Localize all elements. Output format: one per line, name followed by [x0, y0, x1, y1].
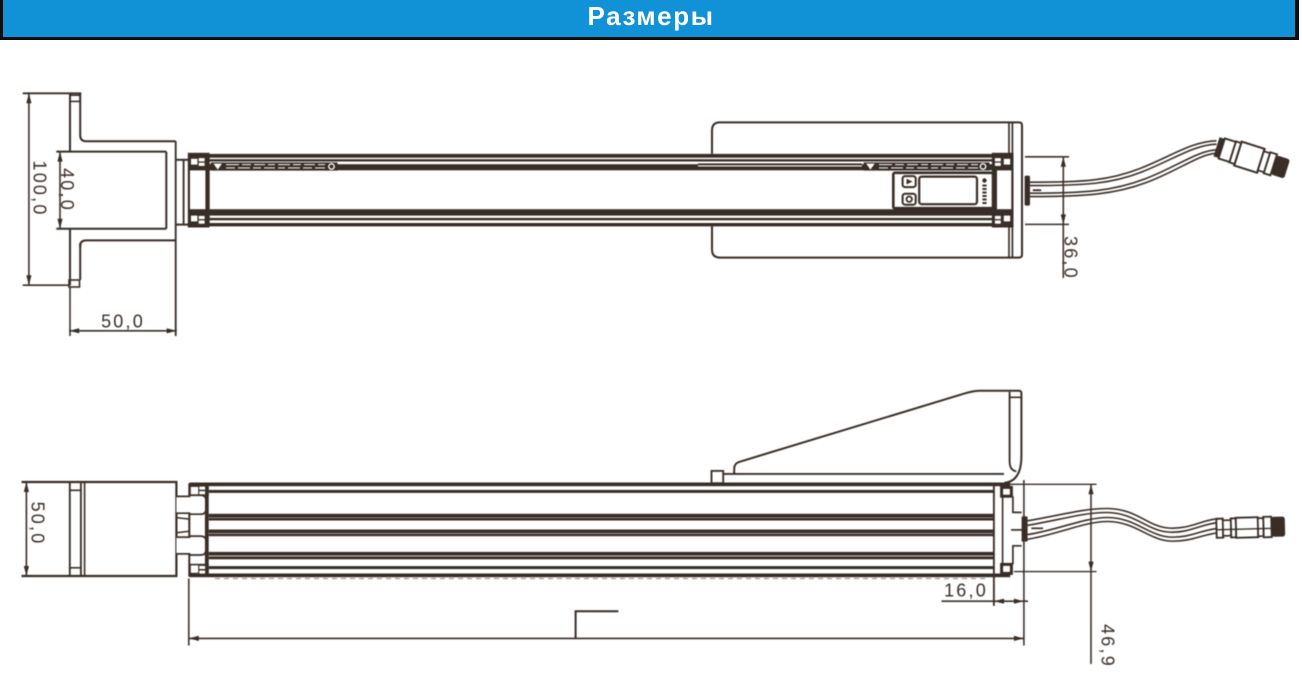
svg-text:50,0: 50,0	[28, 502, 48, 546]
svg-text:46,9: 46,9	[1098, 624, 1118, 668]
svg-text:36,0: 36,0	[1061, 236, 1081, 280]
svg-text:100,0: 100,0	[30, 160, 50, 216]
svg-text:40,0: 40,0	[57, 168, 77, 212]
svg-text:16,0: 16,0	[944, 580, 988, 600]
svg-text:50,0: 50,0	[101, 312, 145, 332]
